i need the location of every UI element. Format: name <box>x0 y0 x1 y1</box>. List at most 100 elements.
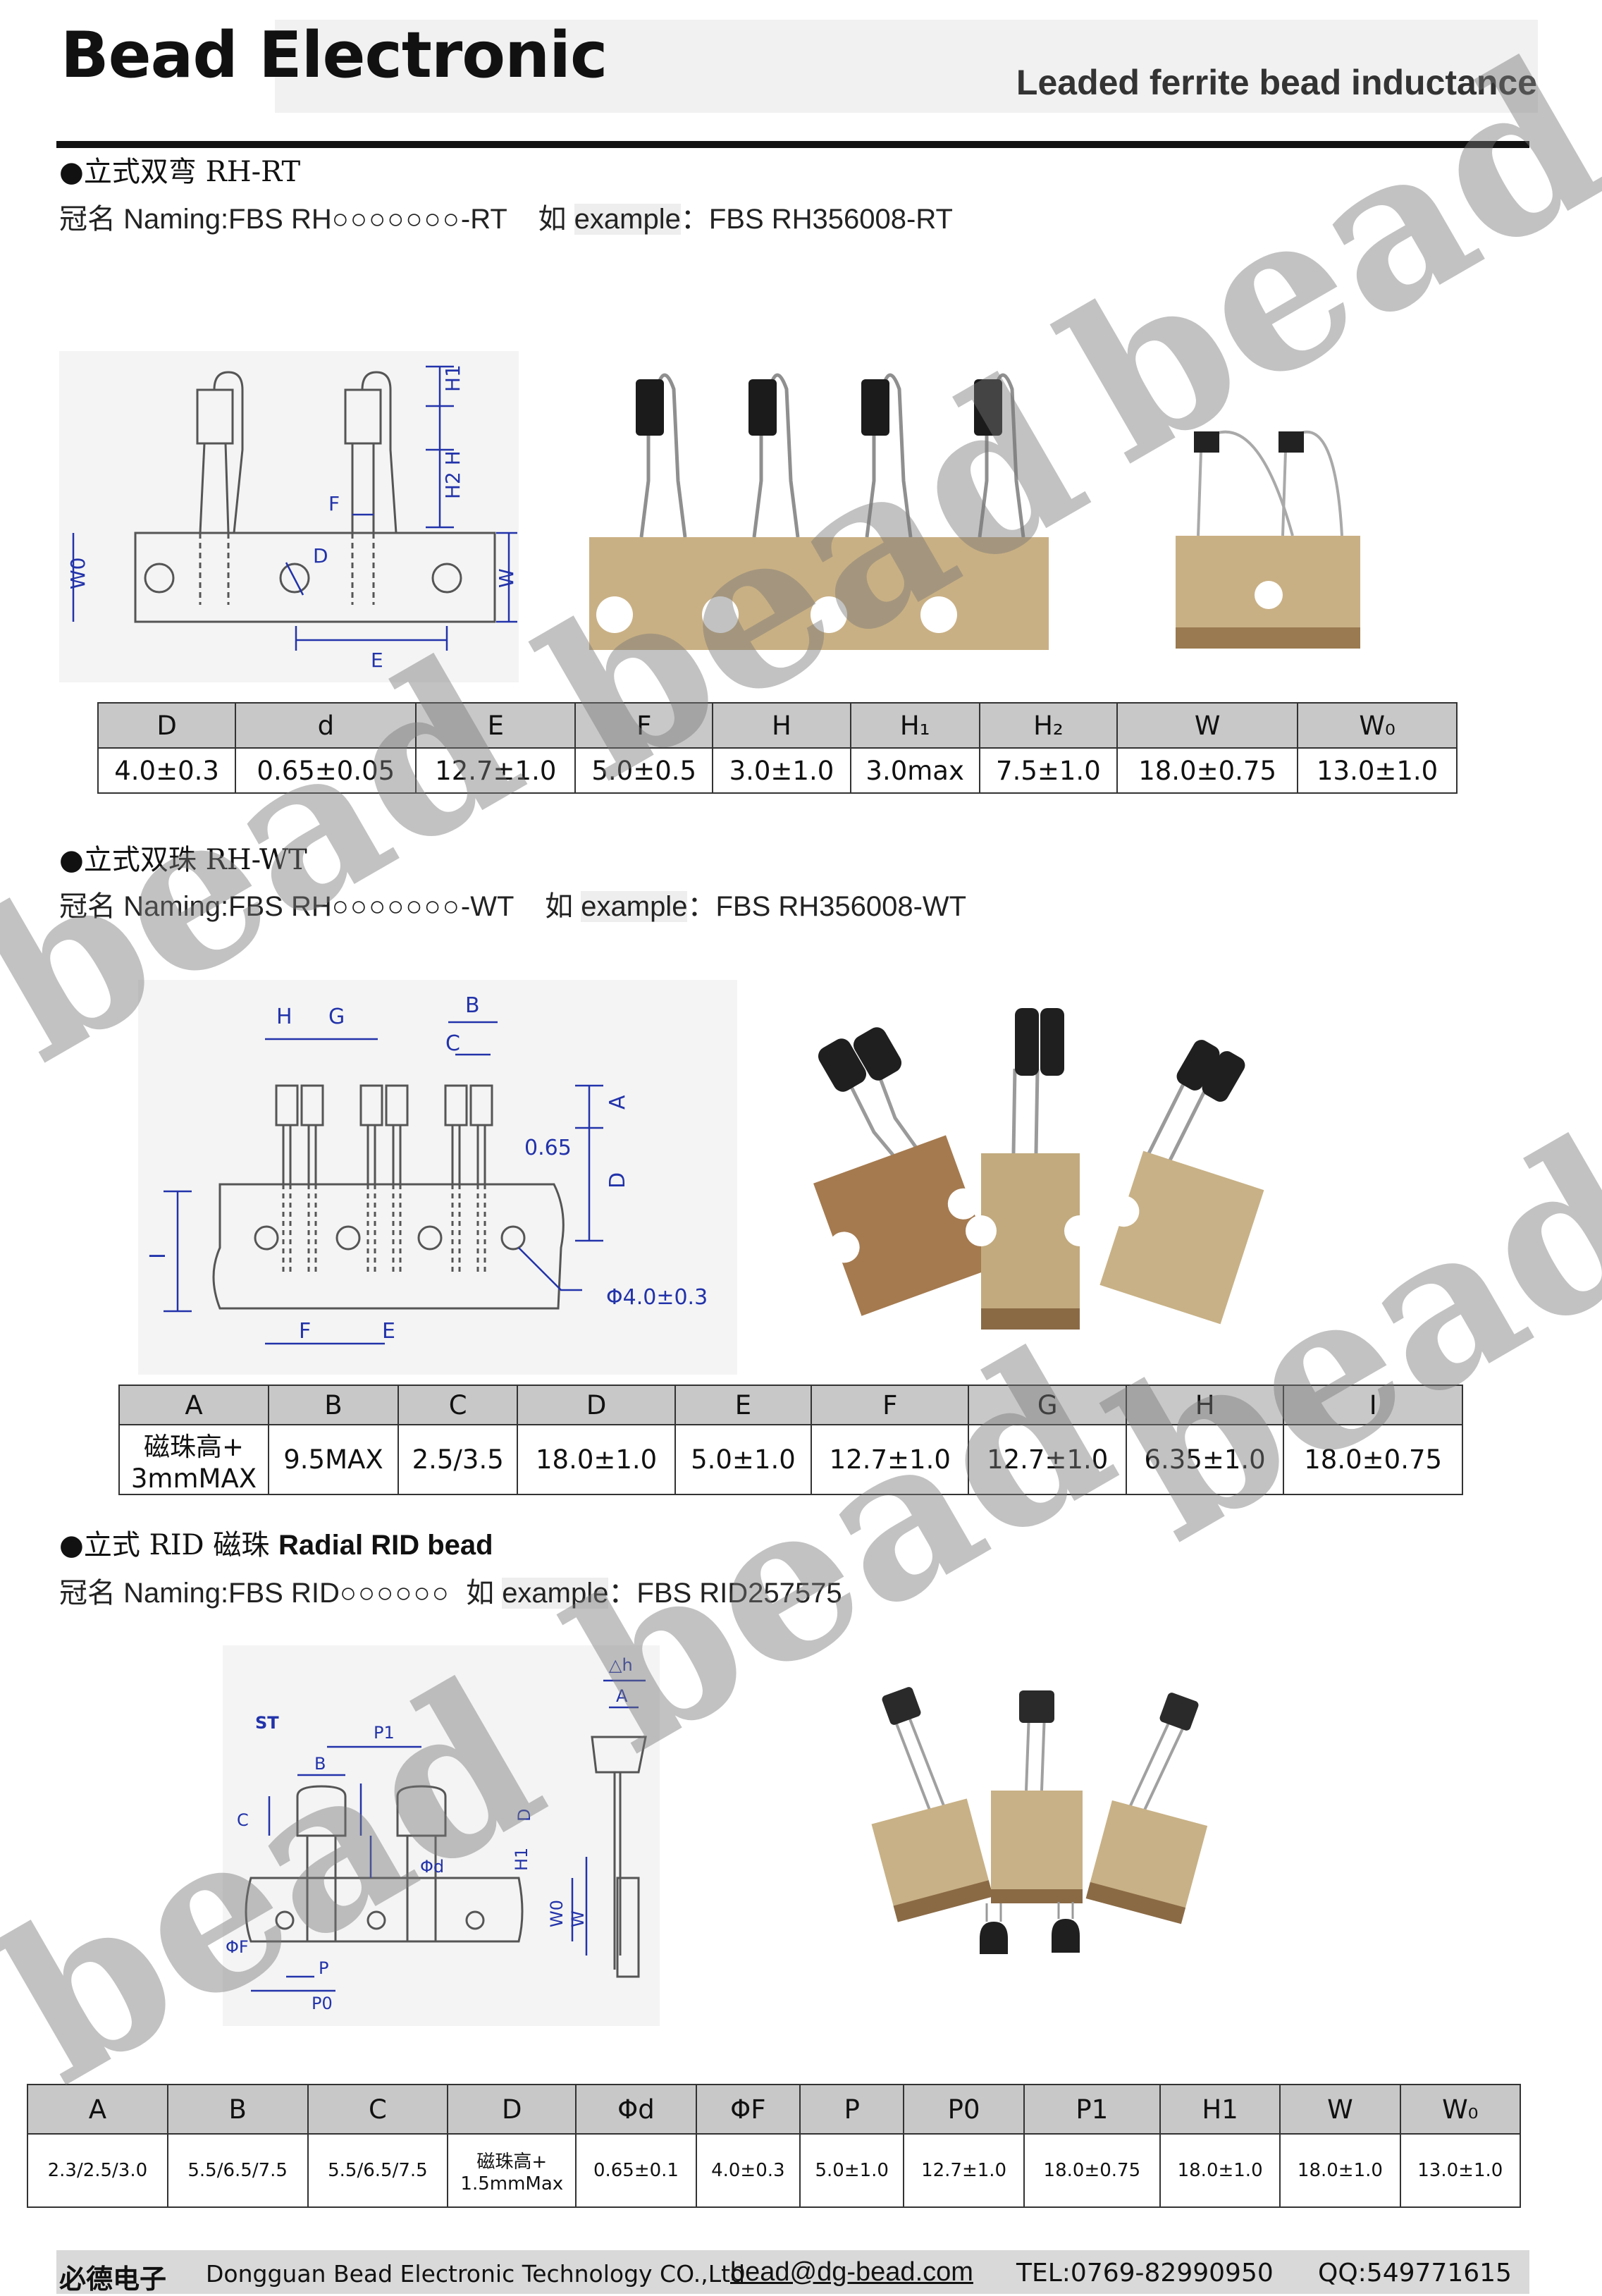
header-cell: H <box>712 702 851 749</box>
value-cell: 18.0±1.0 <box>1159 2133 1281 2208</box>
value-cell: 磁珠高+ 3mmMAX <box>118 1424 269 1495</box>
footer-company-en: Dongguan Bead Electronic Technology CO.,… <box>206 2260 745 2288</box>
wt-label-065: 0.65 <box>524 1136 572 1160</box>
header-cell: G <box>968 1385 1127 1425</box>
rt-label-h1: H1 <box>441 364 464 392</box>
rt-label-h2h: H2 H <box>441 450 464 499</box>
header-cell: P1 <box>1023 2084 1161 2135</box>
header-cell: C <box>397 1385 519 1425</box>
header-cell: W <box>1279 2084 1401 2135</box>
naming-suffix: -WT <box>460 891 514 922</box>
wt-dimension-drawing: H G B C A 0.65 D I F E Φ4.0±0.3 <box>138 980 737 1375</box>
value-cell: 18.0±1.0 <box>517 1424 676 1495</box>
rid-product-photo <box>860 1678 1226 1988</box>
header-cell: A <box>118 1385 269 1425</box>
value-cell: 12.7±1.0 <box>415 747 577 794</box>
header-subtitle: Leaded ferrite bead inductance <box>1016 63 1537 102</box>
rid-label-p1: P1 <box>374 1723 395 1743</box>
footer-email-link[interactable]: bead@dg-bead.com <box>730 2257 973 2287</box>
value-cell: 18.0±0.75 <box>1283 1424 1463 1495</box>
rid-label-dh: △h <box>609 1655 633 1675</box>
header-cell: Φd <box>575 2084 697 2135</box>
rid-label-phif: ΦF <box>226 1937 249 1957</box>
rid-label-w: W <box>568 1910 588 1927</box>
header-cell: d <box>235 702 417 749</box>
spec-table-rt: D d E F H H₁ H₂ W W₀ 4.0±0.3 0.65±0.05 1… <box>97 702 1458 794</box>
header-cell: H₁ <box>849 702 980 749</box>
header-cell: E <box>415 702 577 749</box>
example-label: example <box>581 891 688 922</box>
naming-prefix: 冠名 Naming:FBS RID <box>59 1578 340 1609</box>
naming-mask: ○○○○○○○ <box>331 891 461 922</box>
header-cell: D <box>97 702 237 749</box>
rt-label-w: W <box>495 568 518 588</box>
header-cell: E <box>674 1385 813 1425</box>
wt-label-f: F <box>299 1319 311 1344</box>
rt-label-e: E <box>371 649 383 672</box>
wt-label-e: E <box>382 1319 395 1344</box>
rt-label-w0: W0 <box>66 558 90 590</box>
naming-prefix: 冠名 Naming:FBS RH <box>59 204 332 235</box>
rid-label-p: P <box>319 1958 328 1978</box>
value-cell: 13.0±1.0 <box>1297 747 1458 794</box>
rid-label-phid: Φd <box>420 1857 444 1877</box>
example-value: ：FBS RH356008-WT <box>687 891 967 922</box>
header-cell: P <box>799 2084 905 2135</box>
wt-label-h: H <box>276 1005 292 1029</box>
value-cell: 2.3/2.5/3.0 <box>27 2133 168 2208</box>
value-cell: 0.65±0.1 <box>575 2133 697 2208</box>
spec-table-rid: A B C D Φd ΦF P P0 P1 H1 W W₀ 2.3/2.5/3.… <box>27 2084 1522 2208</box>
rt-label-f: F <box>328 492 340 515</box>
header-cell: ΦF <box>695 2084 801 2135</box>
footer-company-cn: 必德电子 <box>59 2264 167 2295</box>
spec-table-wt: A B C D E F G H I 磁珠高+ 3mmMAX 9.5MAX 2.5… <box>118 1385 1463 1495</box>
value-cell: 4.0±0.3 <box>695 2133 801 2208</box>
value-cell: 7.5±1.0 <box>978 747 1119 794</box>
value-cell: 2.5/3.5 <box>397 1424 519 1495</box>
section-title-rt: ●立式双弯 RH-RT <box>59 156 301 188</box>
wt-label-i: I <box>146 1253 171 1259</box>
value-cell: 磁珠高+ 1.5mmMax <box>447 2133 577 2208</box>
rt-dimension-drawing: H1 H2 H F D W0 W E <box>59 351 519 682</box>
header-cell: P0 <box>903 2084 1025 2135</box>
naming-line-wt: 冠名 Naming:FBS RH○○○○○○○-WT 如 example：FBS… <box>59 891 967 922</box>
header-rule <box>56 141 1529 148</box>
value-cell: 18.0±0.75 <box>1116 747 1299 794</box>
wt-label-c: C <box>445 1031 460 1056</box>
value-cell: 18.0±1.0 <box>1279 2133 1401 2208</box>
header-cell: W₀ <box>1297 702 1458 749</box>
header-cell: A <box>27 2084 168 2135</box>
footer-tel: TEL:0769-82990950 <box>1016 2259 1274 2288</box>
value-cell: 12.7±1.0 <box>903 2133 1025 2208</box>
header-cell: H₂ <box>978 702 1119 749</box>
header-cell: F <box>811 1385 970 1425</box>
value-cell: 5.5/6.5/7.5 <box>166 2133 309 2208</box>
wt-label-b: B <box>465 993 480 1018</box>
section-title-wt: ●立式双珠 RH-WT <box>59 844 307 876</box>
value-cell: 5.0±0.5 <box>574 747 714 794</box>
value-cell: 5.0±1.0 <box>674 1424 813 1495</box>
header-cell: F <box>574 702 714 749</box>
rid-label-p0: P0 <box>312 1994 333 2013</box>
example-label: example <box>502 1578 609 1609</box>
rid-label-h1: H1 <box>512 1848 531 1871</box>
rt-product-photo-small <box>1173 416 1363 656</box>
header-cell: H1 <box>1159 2084 1281 2135</box>
value-cell: 12.7±1.0 <box>811 1424 970 1495</box>
wt-label-a: A <box>605 1095 630 1110</box>
example-cjk: 如 <box>538 203 567 235</box>
header-cell: H <box>1125 1385 1285 1425</box>
wt-label-phi: Φ4.0±0.3 <box>606 1285 708 1310</box>
rid-label-b: B <box>314 1754 326 1774</box>
rid-label-w0: W0 <box>547 1900 567 1927</box>
value-cell: 4.0±0.3 <box>97 747 237 794</box>
header-cell: I <box>1283 1385 1463 1425</box>
naming-line-rt: 冠名 Naming:FBS RH○○○○○○○-RT 如 example：FBS… <box>59 203 953 235</box>
value-cell: 3.0±1.0 <box>712 747 851 794</box>
example-label: example <box>574 204 681 235</box>
wt-label-g: G <box>328 1005 345 1029</box>
naming-mask: ○○○○○○ <box>339 1578 450 1609</box>
brand-title: Bead Electronic <box>61 18 608 92</box>
value-cell: 3.0max <box>849 747 980 794</box>
footer-qq: QQ:549771615 <box>1318 2259 1512 2288</box>
